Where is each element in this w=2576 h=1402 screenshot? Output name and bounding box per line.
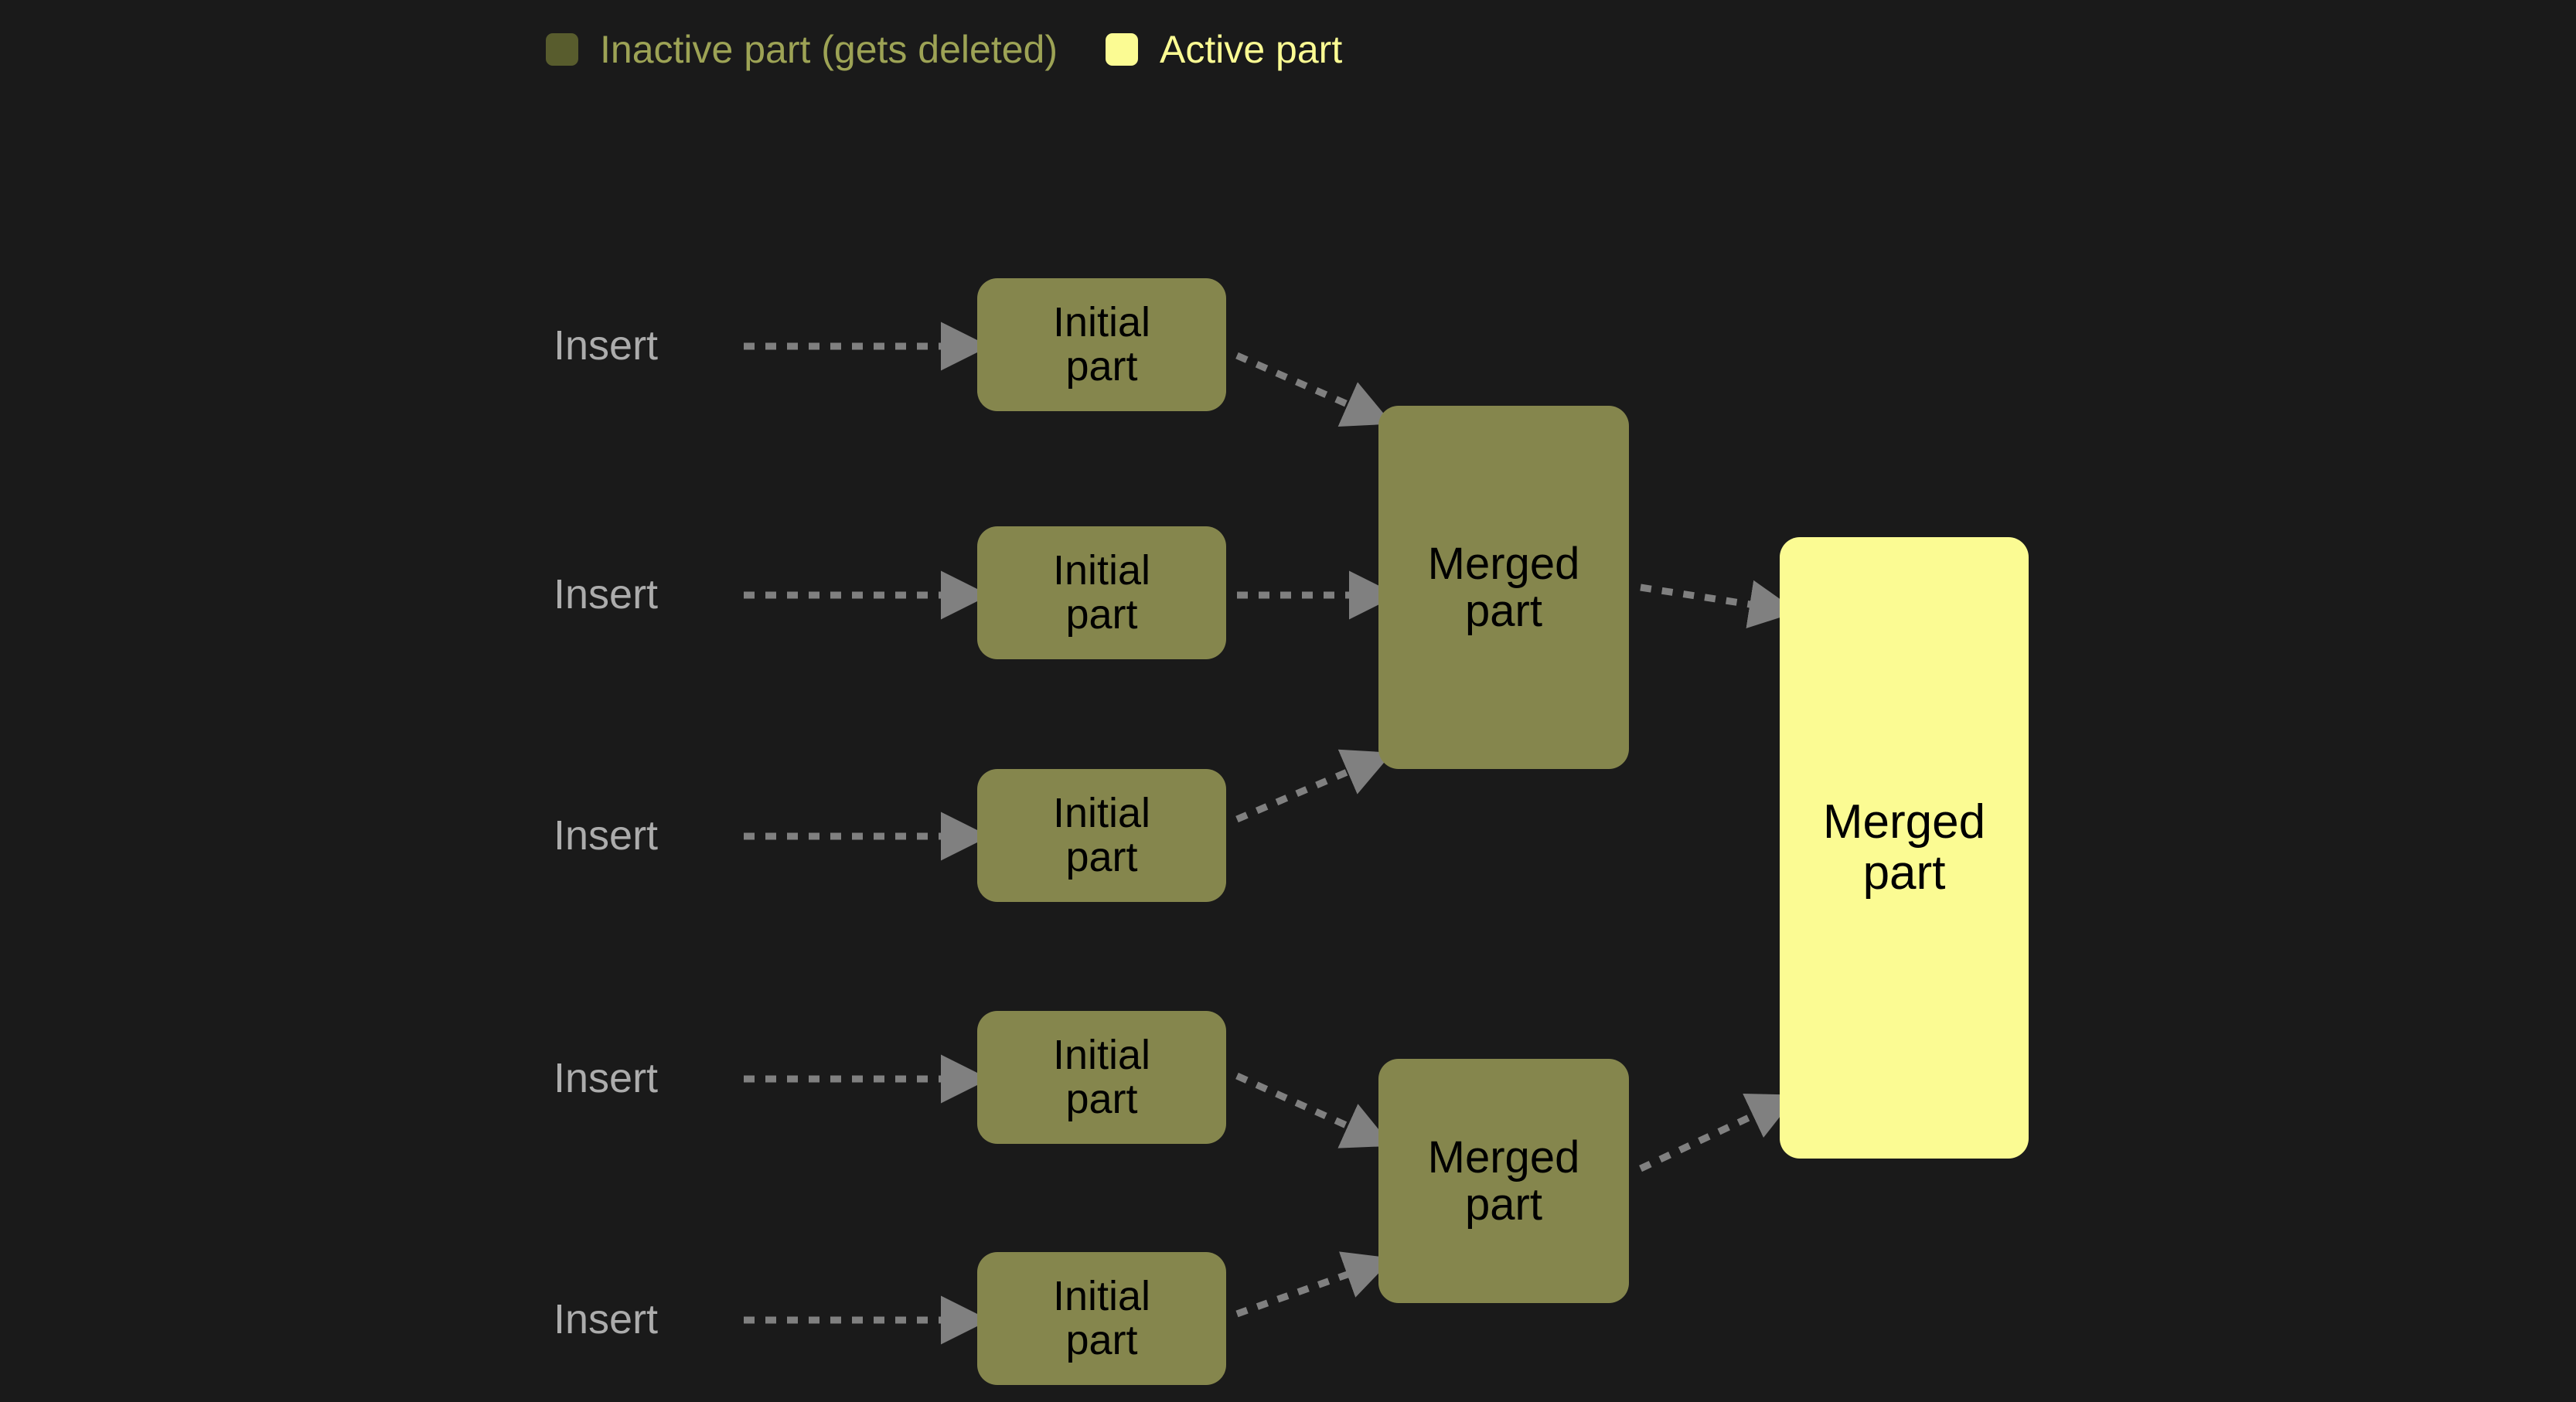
- node-initial-part-3[interactable]: Initial part: [977, 769, 1226, 902]
- insert-label-2: Insert: [554, 571, 659, 618]
- arrow-initial4-to-merged-lower: [1235, 1072, 1392, 1148]
- arrow-merged-upper-to-final: [1640, 580, 1798, 628]
- arrow-initial1-to-merged-upper: [1235, 352, 1392, 427]
- node-initial-part-2[interactable]: Initial part: [977, 526, 1226, 659]
- insert-label-3: Insert: [554, 812, 659, 859]
- inactive-swatch-icon: [546, 33, 578, 66]
- arrow-initial5-to-merged-lower: [1235, 1251, 1393, 1318]
- node-initial-part-5[interactable]: Initial part: [977, 1252, 1226, 1385]
- legend-label-active: Active part: [1160, 28, 1343, 71]
- node-initial-part-1[interactable]: Initial part: [977, 278, 1226, 411]
- arrow-initial3-to-merged-upper: [1235, 749, 1393, 823]
- node-merged-part-lower[interactable]: Merged part: [1378, 1059, 1629, 1303]
- node-initial-part-4[interactable]: Initial part: [977, 1011, 1226, 1144]
- active-swatch-icon: [1106, 33, 1138, 66]
- arrow-merged-lower-to-final: [1639, 1093, 1797, 1172]
- legend-label-inactive: Inactive part (gets deleted): [600, 28, 1058, 71]
- node-merged-part-final[interactable]: Merged part: [1780, 537, 2029, 1159]
- legend-item-inactive: Inactive part (gets deleted): [546, 22, 1058, 77]
- insert-label-1: Insert: [554, 322, 659, 369]
- insert-label-5: Insert: [554, 1296, 659, 1342]
- insert-label-4: Insert: [554, 1055, 659, 1101]
- node-merged-part-upper[interactable]: Merged part: [1378, 406, 1629, 769]
- legend: Inactive part (gets deleted) Active part: [546, 22, 1342, 77]
- legend-item-active: Active part: [1106, 22, 1342, 77]
